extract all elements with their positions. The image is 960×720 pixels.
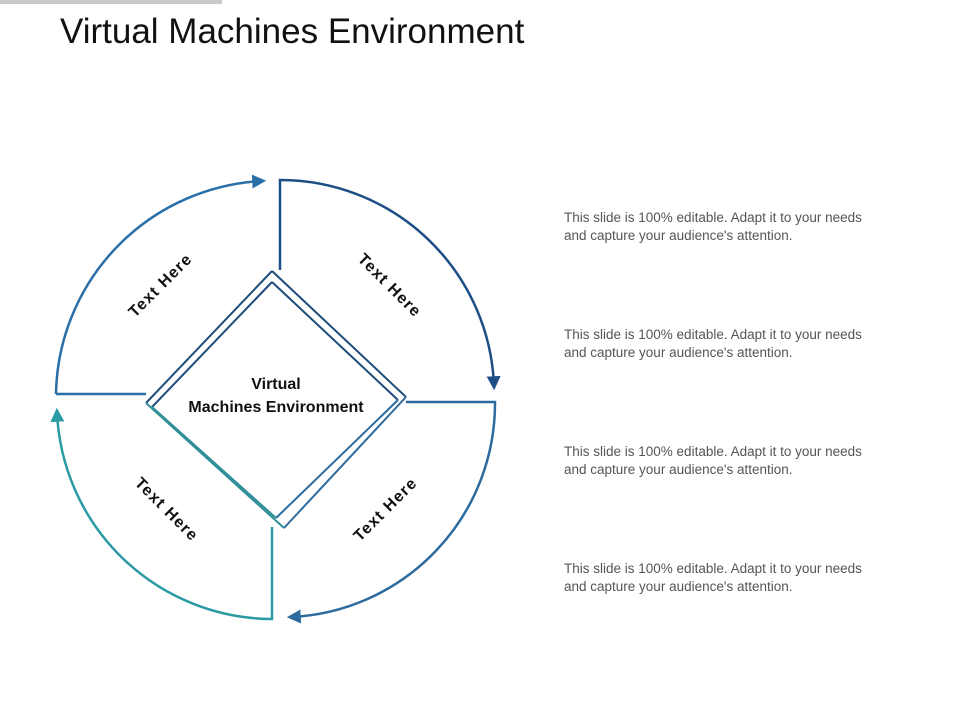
description-block-4: This slide is 100% editable. Adapt it to…: [564, 560, 904, 596]
segment-label-top-left: Text Here: [126, 251, 196, 321]
segment-label-top-right: Text Here: [354, 251, 424, 321]
description-3-line2: and capture your audience's attention.: [564, 462, 793, 477]
description-1-line2: and capture your audience's attention.: [564, 228, 793, 243]
segment-label-bottom-left: Text Here: [131, 475, 201, 545]
segment-bottom-left-arc-arrow: [50, 407, 274, 621]
center-diamond: [145, 270, 407, 529]
segment-top-left-arc-arrow: [54, 174, 267, 395]
segment-top-right: [278, 178, 501, 391]
slide-title: Virtual Machines Environment: [60, 12, 525, 51]
description-2-line1: This slide is 100% editable. Adapt it to…: [564, 327, 862, 342]
segment-bottom-left: [50, 407, 274, 621]
segment-label-bottom-right: Text Here: [351, 475, 421, 545]
description-block-2: This slide is 100% editable. Adapt it to…: [564, 326, 904, 362]
segment-bottom-right: [286, 400, 497, 624]
center-label-line2: Machines Environment: [188, 399, 364, 416]
segment-bottom-right-arc-arrow: [286, 400, 497, 624]
description-3-line1: This slide is 100% editable. Adapt it to…: [564, 444, 862, 459]
description-block-1: This slide is 100% editable. Adapt it to…: [564, 209, 904, 245]
segment-top-left: [54, 174, 267, 396]
segment-top-right-arc-arrow: [278, 178, 501, 391]
description-4-line2: and capture your audience's attention.: [564, 579, 793, 594]
description-4-line1: This slide is 100% editable. Adapt it to…: [564, 561, 862, 576]
top-accent-bar: [0, 0, 222, 4]
description-2-line2: and capture your audience's attention.: [564, 345, 793, 360]
center-label-line1: Virtual: [251, 376, 301, 393]
description-1-line1: This slide is 100% editable. Adapt it to…: [564, 210, 862, 225]
description-block-3: This slide is 100% editable. Adapt it to…: [564, 443, 904, 479]
